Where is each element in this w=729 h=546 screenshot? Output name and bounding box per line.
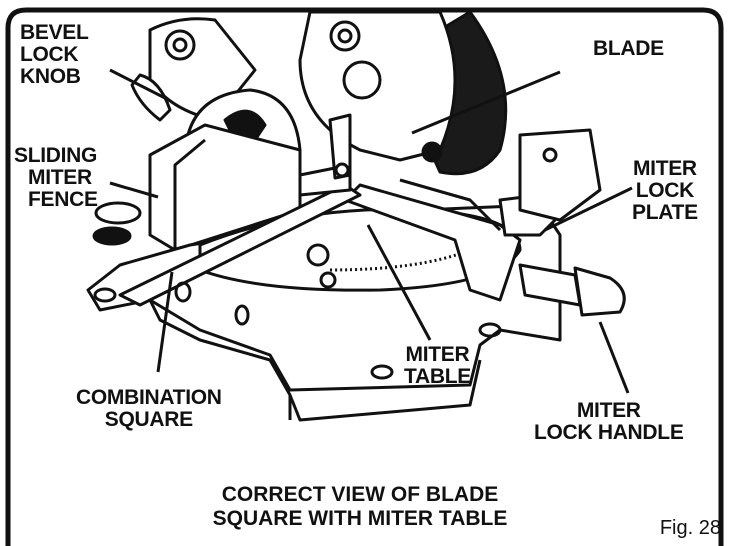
- leader-blade: [411, 70, 561, 135]
- label-miter-lock-handle: MITER LOCK HANDLE: [534, 399, 684, 444]
- label-sliding-miter-fence: SLIDING MITER FENCE: [14, 144, 98, 211]
- frame-border: [5, 7, 724, 546]
- figure-caption: CORRECT VIEW OF BLADE SQUARE WITH MITER …: [212, 483, 508, 530]
- label-miter-lock-plate: MITER LOCK PLATE: [632, 157, 698, 224]
- leader-sliding-miter-fence: [109, 181, 159, 199]
- leader-bevel-lock-knob: [109, 68, 166, 100]
- combination-square: [118, 183, 362, 307]
- label-bevel-lock-knob: BEVEL LOCK KNOB: [20, 21, 89, 88]
- label-combination-square: COMBINATION SQUARE: [76, 386, 222, 431]
- leader-miter-lock-handle: [598, 321, 630, 394]
- figure-number: Fig. 28: [659, 517, 721, 539]
- leader-combination-square: [156, 271, 174, 373]
- label-miter-table: MITER TABLE: [404, 343, 471, 388]
- leader-miter-lock-plate: [544, 186, 633, 232]
- leader-miter-table: [366, 224, 432, 341]
- label-blade: BLADE: [593, 37, 664, 60]
- saw-drawing: [86, 10, 626, 422]
- leader-lines: [109, 68, 633, 394]
